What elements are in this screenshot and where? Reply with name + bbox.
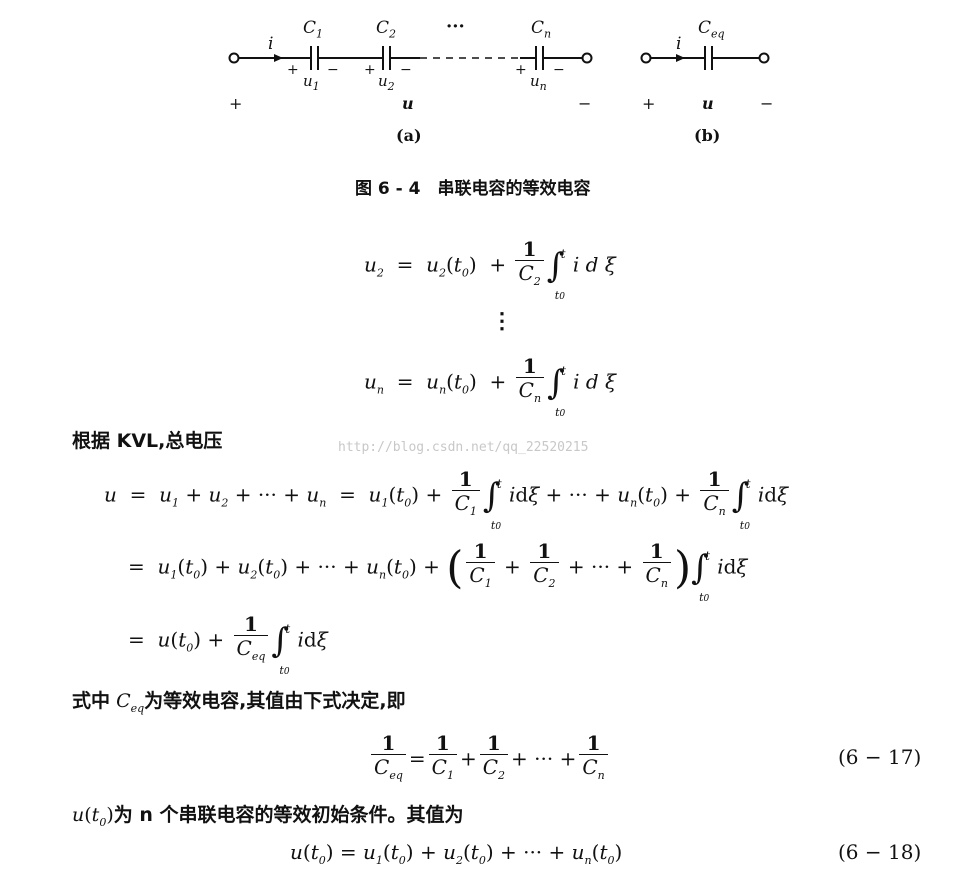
vertical-dots: ⋮ <box>491 308 513 334</box>
equation-number-6-17: (6 − 17) <box>838 745 922 769</box>
cap-label-cn: Cn <box>531 18 552 41</box>
figure-label-b: (b) <box>694 126 721 145</box>
watermark: http://blog.csdn.net/qq_22520215 <box>338 440 589 455</box>
current-label-a: i <box>268 34 274 54</box>
terminal-left-a <box>228 52 240 64</box>
cap-label-ceq: Ceq <box>698 18 725 41</box>
minus-c2: − <box>400 62 412 78</box>
terminal-left-b <box>640 52 652 64</box>
cap-label-c2: C2 <box>376 18 397 41</box>
plus-cn: + <box>515 62 527 78</box>
total-plus-a: + <box>229 94 243 113</box>
figure-label-a: (a) <box>396 126 422 145</box>
minus-cn: − <box>553 62 565 78</box>
total-minus-a: − <box>578 94 592 113</box>
voltage-label-u1: u1 <box>303 72 320 93</box>
equation-6-18: u(t0) = u1(t0) + u2(t0) + ··· + un(t0) <box>290 840 623 867</box>
dots-label: ··· <box>446 16 465 37</box>
current-arrow-b <box>676 54 685 62</box>
equation-number-6-18: (6 − 18) <box>838 840 922 864</box>
total-voltage-b: u <box>702 94 714 113</box>
plus-c1: + <box>287 62 299 78</box>
current-label-b: i <box>676 34 682 54</box>
init-condition-text: u(t0)为 n 个串联电容的等效初始条件。其值为 <box>72 804 464 829</box>
cap-label-c1: C1 <box>303 18 324 41</box>
minus-c1: − <box>327 62 339 78</box>
voltage-label-un: un <box>530 72 547 93</box>
total-plus-b: + <box>642 94 656 113</box>
figure-caption: 图 6 - 4 串联电容的等效电容 <box>355 179 591 199</box>
terminal-right-b <box>758 52 770 64</box>
plus-c2: + <box>364 62 376 78</box>
total-voltage-a: u <box>402 94 414 113</box>
terminal-right-a <box>581 52 593 64</box>
voltage-label-u2: u2 <box>378 72 395 93</box>
ceq-intro-text: 式中 Ceq为等效电容,其值由下式决定,即 <box>72 690 406 715</box>
kvl-text: 根据 KVL,总电压 <box>72 430 223 452</box>
current-arrow-a <box>274 54 283 62</box>
circuit-diagram <box>228 46 770 70</box>
total-minus-b: − <box>760 94 774 113</box>
